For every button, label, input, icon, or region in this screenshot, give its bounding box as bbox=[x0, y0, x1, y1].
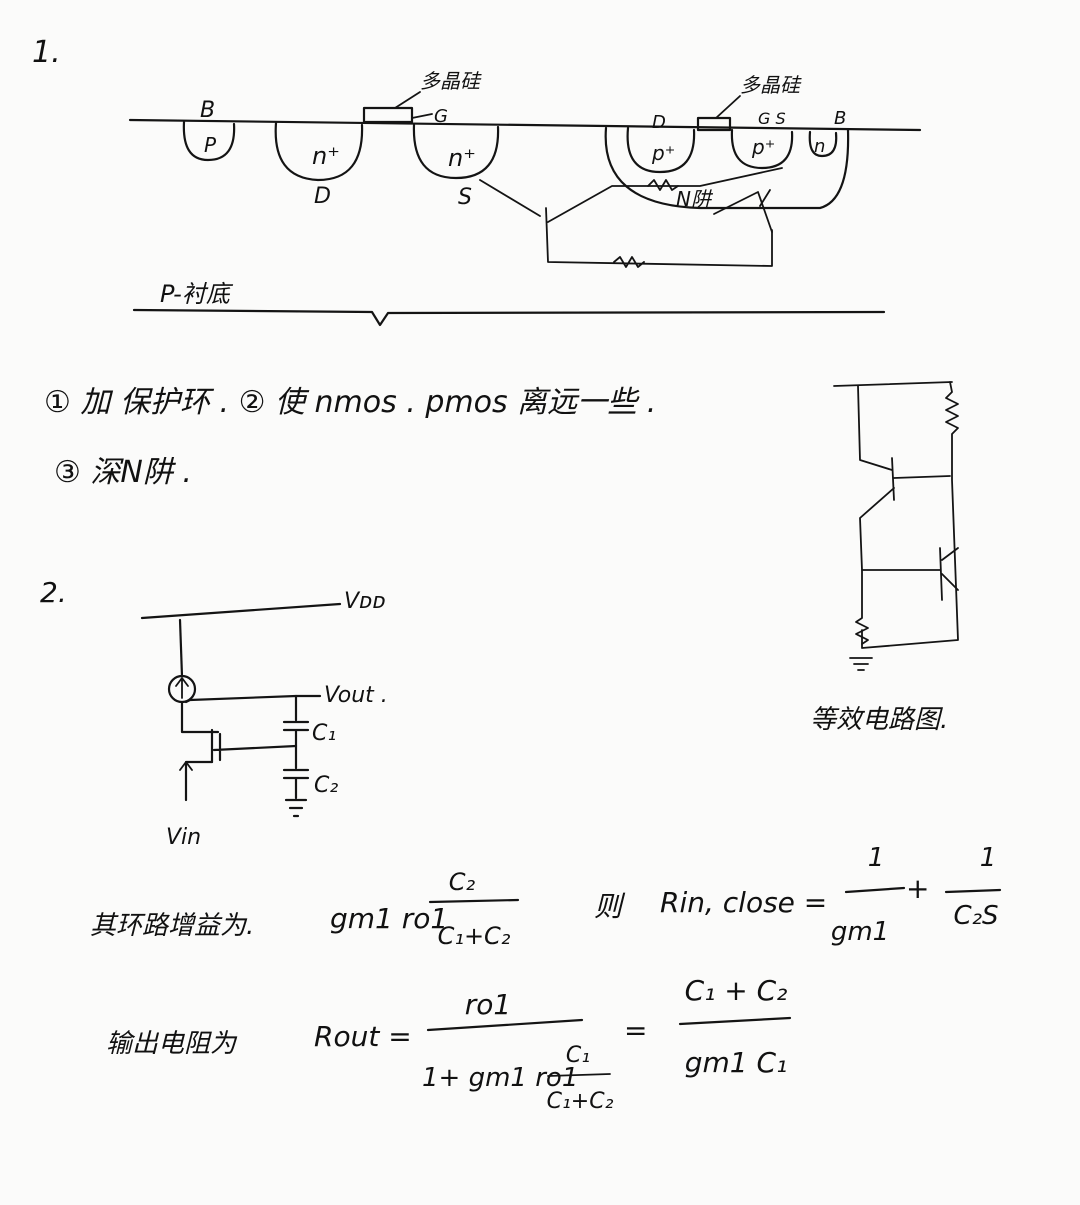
loop-gain-expr: gm1 ro1 bbox=[330, 902, 448, 935]
rout-den-prefix: 1+ gm1 ro1 bbox=[422, 1063, 578, 1093]
rin-term1-bar bbox=[844, 886, 906, 894]
substrate-resistor bbox=[613, 256, 645, 268]
emitter-wire bbox=[479, 179, 541, 217]
rout-numerator: ro1 bbox=[465, 988, 511, 1021]
rout-text: 输出电阻为 bbox=[106, 1029, 238, 1059]
pnp-transistor bbox=[713, 191, 773, 233]
label-poly-left: 多晶硅 bbox=[420, 69, 482, 93]
rin-term1-den: gm1 bbox=[831, 917, 889, 947]
label-d-right: D bbox=[652, 112, 666, 133]
label-nwell: N阱 bbox=[676, 187, 714, 211]
rout-result-den: gm1 C₁ bbox=[685, 1046, 788, 1079]
mos-transistor bbox=[210, 728, 298, 764]
label-gs-right: G S bbox=[758, 109, 786, 128]
label-nplus-source: n⁺ bbox=[448, 144, 476, 172]
pmos-source-region bbox=[730, 128, 794, 170]
label-b-left: B bbox=[200, 98, 215, 123]
rin-term1-num: 1 bbox=[868, 843, 885, 873]
label-g-left: G bbox=[434, 106, 448, 127]
rout-equals: = bbox=[624, 1014, 647, 1047]
loop-gain-text: 其环路增益为. bbox=[90, 911, 254, 941]
nwell-resistor-path bbox=[547, 167, 783, 223]
loop-gain-denominator: C₁+C₂ bbox=[438, 922, 511, 950]
bjt-base-loop bbox=[545, 207, 773, 267]
label-c2: C₂ bbox=[314, 773, 338, 798]
label-substrate: P-衬底 bbox=[160, 280, 234, 308]
rout-result-bar bbox=[678, 1016, 792, 1026]
n-well-region bbox=[604, 126, 850, 210]
rout-den-frac-num: C₁ bbox=[566, 1043, 590, 1068]
rout-fraction-bar bbox=[426, 1018, 584, 1032]
then-text: 则 bbox=[594, 890, 626, 923]
current-source-arrow bbox=[175, 677, 189, 699]
answer-line-1: ① 加 保护环 . ② 使 nmos . pmos 离远一些 . bbox=[44, 385, 656, 420]
problem-1-number: 1. bbox=[32, 35, 61, 70]
label-pplus-2: p⁺ bbox=[751, 135, 775, 159]
label-poly-right: 多晶硅 bbox=[740, 73, 802, 97]
nwell-resistor bbox=[647, 179, 679, 191]
label-vin: Vin bbox=[166, 825, 201, 850]
pmos-drain-region bbox=[626, 126, 696, 174]
vout-wire bbox=[184, 694, 322, 704]
loop-gain-numerator: C₂ bbox=[449, 868, 476, 896]
poly-leader-right bbox=[715, 95, 741, 119]
equivalent-circuit bbox=[833, 381, 959, 671]
rout-result-num: C₁ + C₂ bbox=[685, 974, 788, 1007]
answer-line-2: ③ 深N阱 . bbox=[54, 455, 192, 490]
rin-plus: + bbox=[906, 872, 929, 905]
source-wire-top bbox=[178, 618, 184, 678]
pmos-gate-poly bbox=[696, 116, 732, 132]
source-to-drain-wire bbox=[180, 700, 220, 734]
label-c1: C₁ bbox=[312, 721, 336, 746]
vdd-rail bbox=[140, 602, 342, 620]
n-tap-region bbox=[808, 130, 838, 158]
label-b-right: B bbox=[834, 108, 846, 129]
rin-term2-bar bbox=[944, 888, 1002, 894]
equiv-circuit-caption: 等效电路图. bbox=[810, 705, 948, 735]
label-vdd: Vᴅᴅ bbox=[344, 589, 386, 614]
nmos-gate-poly bbox=[362, 106, 414, 124]
rout-den-frac-bar bbox=[547, 1073, 611, 1077]
source-arrow bbox=[179, 761, 193, 771]
substrate-line bbox=[132, 308, 886, 327]
label-d-left: D bbox=[314, 184, 331, 209]
label-nplus-drain: n⁺ bbox=[312, 142, 340, 170]
loop-gain-fraction-bar bbox=[428, 898, 520, 904]
label-s-left: S bbox=[458, 185, 472, 210]
capacitor-c1 bbox=[282, 694, 310, 748]
rin-label: Rin, close = bbox=[660, 886, 827, 919]
label-n-right: n bbox=[814, 136, 825, 157]
nmos-drain-region bbox=[274, 121, 364, 182]
capacitor-c2 bbox=[282, 744, 310, 800]
rout-den-frac-den: C₁+C₂ bbox=[547, 1089, 614, 1114]
rout-label: Rout = bbox=[314, 1020, 412, 1053]
rin-term2-den: C₂S bbox=[953, 901, 998, 931]
label-pplus-1: p⁺ bbox=[651, 141, 675, 165]
problem-2-number: 2. bbox=[40, 576, 67, 609]
p-tap-region bbox=[182, 120, 236, 162]
poly-leader-left bbox=[394, 91, 421, 109]
rin-term2-num: 1 bbox=[980, 843, 997, 873]
pnp-emitter-arrow bbox=[759, 189, 771, 207]
gate-leader-left bbox=[411, 113, 433, 119]
nmos-source-region bbox=[412, 123, 500, 180]
ground-symbol bbox=[284, 798, 308, 818]
label-vout: Vout . bbox=[324, 683, 388, 708]
wafer-surface-line bbox=[128, 118, 922, 132]
label-p-left: P bbox=[204, 133, 217, 157]
